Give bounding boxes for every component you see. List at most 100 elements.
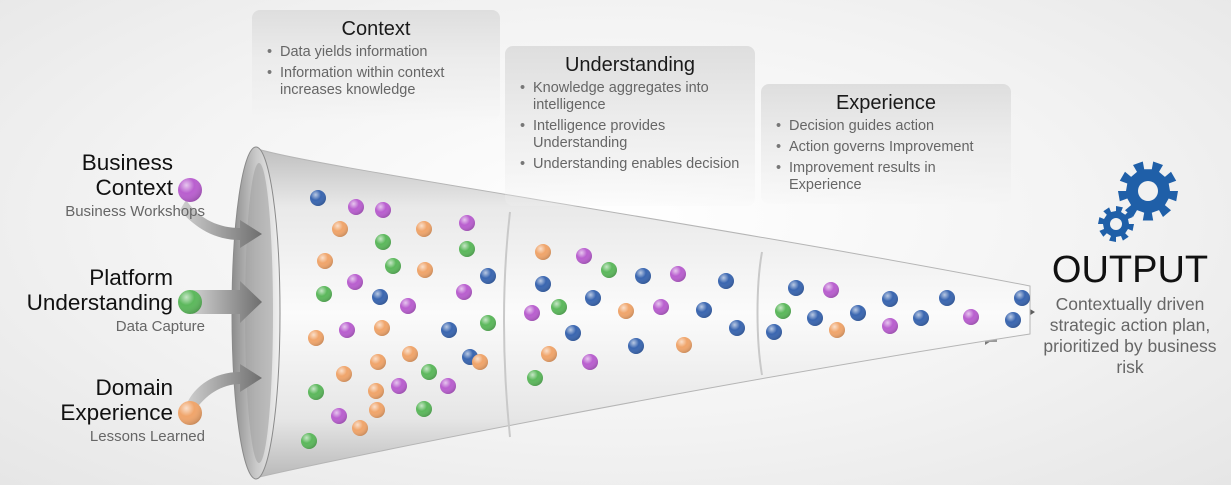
input-business-context: Business Context Business Workshops <box>0 150 205 220</box>
particle-dot-purple-shade <box>576 248 592 264</box>
particle-dot-purple-shade <box>823 282 839 298</box>
stage-title: Understanding <box>564 54 696 76</box>
particle-dot-orange-shade <box>374 320 390 336</box>
particle-dot-blue-shade <box>585 290 601 306</box>
particle-dot-green-shade <box>316 286 332 302</box>
input-title-line: Business <box>81 150 173 175</box>
particle-dot-green-shade <box>416 401 432 417</box>
input-subtitle: Business Workshops <box>65 203 205 220</box>
particle-dot-orange-shade <box>535 244 551 260</box>
stage-bullet: Data yields information <box>266 44 486 61</box>
particle-dot-orange-shade <box>370 354 386 370</box>
funnel-particles <box>301 190 1030 449</box>
particle-dot-purple-shade <box>375 202 391 218</box>
particle-dot-green-shade <box>551 299 567 315</box>
particle-dot-orange-shade <box>676 337 692 353</box>
particle-dot-orange-shade <box>416 221 432 237</box>
input-dot-shade <box>178 178 202 202</box>
gear-hole <box>1138 181 1158 201</box>
particle-dot-purple-shade <box>391 378 407 394</box>
stage-card-understanding: Understanding Knowledge aggregates into … <box>505 46 755 206</box>
particle-dot-orange-shade <box>308 330 324 346</box>
particle-dot-blue-shade <box>480 268 496 284</box>
particle-dot-purple-shade <box>331 408 347 424</box>
funnel-body <box>254 147 1031 479</box>
input-arrow-business <box>180 200 262 248</box>
input-title: Platform Understanding <box>0 265 205 315</box>
particle-dot-orange-shade <box>618 303 634 319</box>
input-arrow-domain <box>186 364 262 412</box>
stage-title: Context <box>341 18 411 40</box>
particle-dot-orange-shade <box>368 383 384 399</box>
particle-dot-blue-shade <box>372 289 388 305</box>
particle-dot-blue-shade <box>913 310 929 326</box>
stage-bullet: Intelligence provides Understanding <box>519 118 741 152</box>
stage-card-context: Context Data yields information Informat… <box>252 10 500 120</box>
input-title-line: Domain <box>95 375 173 400</box>
particle-dot-blue-shade <box>1014 290 1030 306</box>
stage-bullet: Understanding enables decision <box>519 156 741 173</box>
particle-dot-purple-shade <box>348 199 364 215</box>
particle-dot-green-shade <box>459 241 475 257</box>
stage-card-experience: Experience Decision guides action Action… <box>761 84 1011 204</box>
input-dot-shade <box>178 401 202 425</box>
output-description: Contextually driven strategic action pla… <box>1043 294 1217 377</box>
funnel-divider-2 <box>756 251 763 376</box>
particle-dot-purple-shade <box>456 284 472 300</box>
stage-bullets: Decision guides action Action governs Im… <box>775 118 997 194</box>
particle-dot-blue-shade <box>1005 312 1021 328</box>
particle-dot-orange-shade <box>541 346 557 362</box>
particle-dot-green-shade <box>421 364 437 380</box>
particle-dot-orange-shade <box>417 262 433 278</box>
particle-dot-orange-shade <box>829 322 845 338</box>
particle-dot-green-shade <box>601 262 617 278</box>
particle-dot-purple-shade <box>653 299 669 315</box>
input-title-line: Experience <box>60 400 173 425</box>
particle-dot-purple-shade <box>440 378 456 394</box>
stage-title: Experience <box>835 92 937 114</box>
particle-dot-orange-shade <box>472 354 488 370</box>
particle-dot-blue-shade <box>729 320 745 336</box>
particle-dot-blue-shade <box>882 291 898 307</box>
stage-bullet: Action governs Improvement <box>775 139 997 156</box>
particle-dot-green-shade <box>527 370 543 386</box>
particle-dot-green-shade <box>480 315 496 331</box>
particle-dot-blue-shade <box>628 338 644 354</box>
particle-dot-blue-shade <box>565 325 581 341</box>
output-title: OUTPUT <box>1051 249 1209 291</box>
particle-dot-green-shade <box>301 433 317 449</box>
particle-dot-purple-shade <box>400 298 416 314</box>
stage-bullets: Knowledge aggregates into intelligence I… <box>519 80 741 173</box>
particle-dot-green-shade <box>308 384 324 400</box>
particle-dot-purple-shade <box>882 318 898 334</box>
input-domain-experience: Domain Experience Lessons Learned <box>0 375 205 445</box>
particle-dot-green-shade <box>375 234 391 250</box>
input-dots <box>178 178 202 425</box>
input-title: Business Context <box>0 150 205 200</box>
input-title-line: Understanding <box>26 290 173 315</box>
funnel-divider-1 <box>503 211 511 438</box>
stage-bullet: Knowledge aggregates into intelligence <box>519 80 741 114</box>
particle-dot-orange-shade <box>402 346 418 362</box>
particle-dot-blue-shade <box>766 324 782 340</box>
input-dot-shade <box>178 290 202 314</box>
particle-dot-orange-shade <box>317 253 333 269</box>
particle-dot-purple-shade <box>347 274 363 290</box>
particle-dot-purple-shade <box>963 309 979 325</box>
input-subtitle: Data Capture <box>115 318 205 335</box>
particle-dot-blue-shade <box>310 190 326 206</box>
stage-bullet: Improvement results in Experience <box>775 160 997 194</box>
particle-dot-blue-shade <box>718 273 734 289</box>
stage-bullets: Data yields information Information with… <box>266 44 486 99</box>
particle-dot-blue-shade <box>535 276 551 292</box>
gear-hole <box>1110 218 1122 230</box>
particle-dot-purple-shade <box>524 305 540 321</box>
particle-dot-blue-shade <box>850 305 866 321</box>
input-subtitle: Lessons Learned <box>89 428 205 445</box>
stage-bullet: Decision guides action <box>775 118 997 135</box>
particle-dot-blue-shade <box>696 302 712 318</box>
input-title: Domain Experience <box>0 375 205 425</box>
particle-dot-green-shade <box>775 303 791 319</box>
